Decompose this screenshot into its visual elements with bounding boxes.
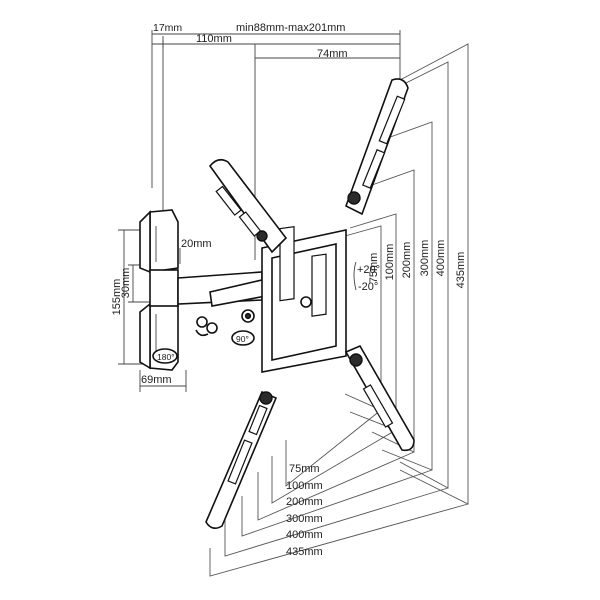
top-depth-range-label: min88mm-max201mm <box>236 22 345 34</box>
vesa-vertical-100-label: 100mm <box>384 244 396 281</box>
bracket-arm-top-right <box>345 78 409 216</box>
arm-thickness-label: 30mm <box>120 268 132 299</box>
wall-plate-depth-label: 17mm <box>153 22 182 34</box>
vesa-horizontal-100-label: 100mm <box>286 480 323 492</box>
vesa-vertical-labels: 435mm 400mm 300mm 200mm 100mm 75mm <box>368 240 467 289</box>
vesa-vertical-400-label: 400mm <box>435 240 447 277</box>
bracket-depth-label: 74mm <box>317 48 348 60</box>
wall-plate-width-label: 69mm <box>141 374 172 386</box>
rotation-angle-label: 90° <box>236 334 249 344</box>
arm-depth-label: 110mm <box>196 33 232 45</box>
tilt-down-label: -20° <box>358 281 378 293</box>
vesa-vertical-75-label: 75mm <box>368 253 380 284</box>
bracket-arm-bottom-left <box>205 390 278 530</box>
swing-arm <box>149 269 267 337</box>
vesa-horizontal-frames <box>209 409 469 577</box>
wall-plate-height-label: 155mm <box>111 279 123 316</box>
vesa-vertical-435-label: 435mm <box>455 252 467 289</box>
vesa-horizontal-435-label: 435mm <box>286 546 323 558</box>
vesa-horizontal-200-label: 200mm <box>286 496 323 508</box>
vesa-horizontal-400-label: 400mm <box>286 529 323 541</box>
bracket-arm-bottom-right <box>344 344 415 452</box>
vesa-vertical-300-label: 300mm <box>419 240 431 277</box>
bracket-arm-top-left <box>208 158 288 254</box>
tilt-indicator <box>353 261 357 291</box>
swivel-angle-badge <box>152 348 178 364</box>
tilt-up-label: +20° <box>357 264 380 276</box>
vesa-vertical-frames <box>344 43 469 505</box>
vesa-horizontal-75-label: 75mm <box>289 463 320 475</box>
vesa-horizontal-300-label: 300mm <box>286 513 323 525</box>
rotation-angle-badge <box>231 330 255 346</box>
vesa-horizontal-labels: 75mm 100mm 200mm 300mm 400mm 435mm <box>286 463 323 558</box>
swivel-angle-label: 180° <box>157 352 175 362</box>
tv-bracket-center-plate <box>261 225 347 373</box>
arm-gap-label: 20mm <box>181 238 212 250</box>
top-dimension-lines <box>151 30 401 260</box>
vesa-vertical-200-label: 200mm <box>401 242 413 279</box>
